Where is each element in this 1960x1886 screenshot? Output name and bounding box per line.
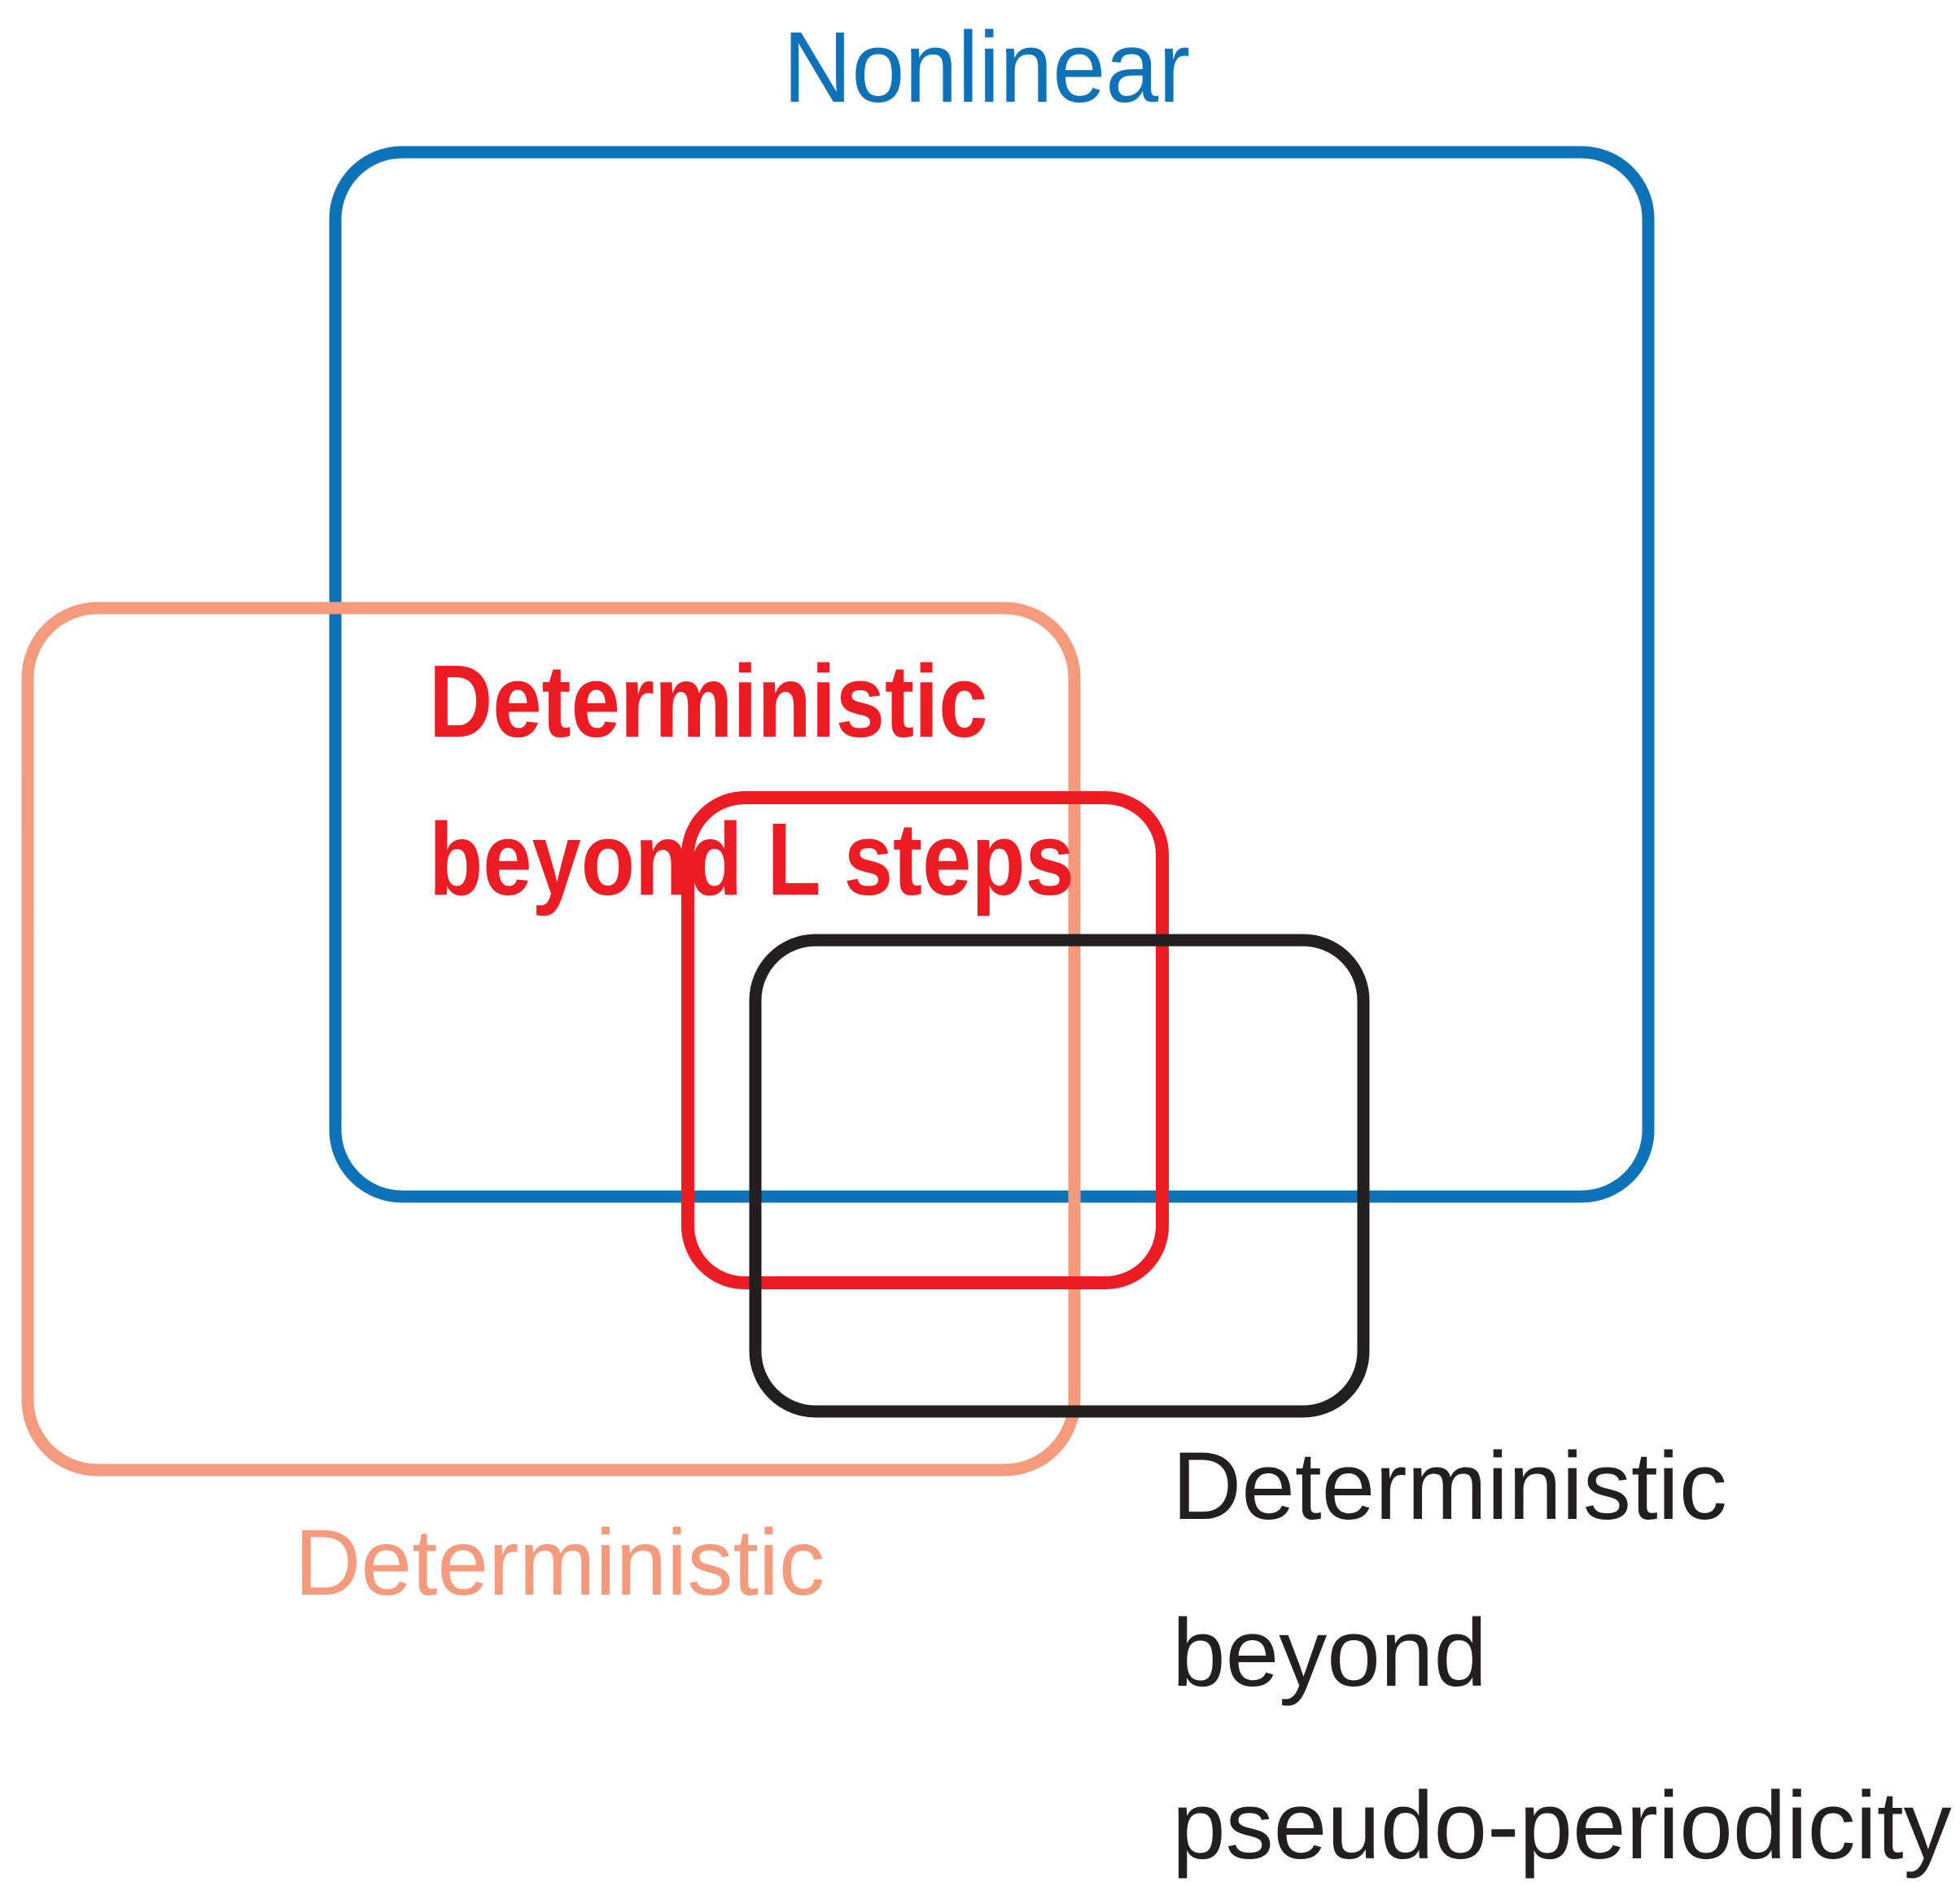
- label-deterministic-beyond-l-steps-line2: beyond L steps: [429, 802, 1074, 917]
- label-deterministic-beyond-pseudo-periodicity-line2: beyond: [1172, 1599, 1488, 1707]
- set-rect-deterministic-beyond-pseudo-periodicity: [749, 934, 1370, 1418]
- set-rect-nonlinear: [329, 146, 1655, 1203]
- label-deterministic-beyond-pseudo-periodicity-line3: pseudo-periodicity: [1172, 1772, 1952, 1879]
- label-nonlinear: Nonlinear: [783, 12, 1191, 124]
- label-deterministic-beyond-pseudo-periodicity-line1: Deterministic: [1172, 1433, 1727, 1540]
- label-deterministic-beyond-l-steps-line1: Deterministic: [429, 644, 988, 759]
- set-rect-deterministic-beyond-l-steps: [681, 791, 1169, 1289]
- label-deterministic: Deterministic: [295, 1511, 825, 1615]
- set-rect-deterministic: [21, 602, 1081, 1477]
